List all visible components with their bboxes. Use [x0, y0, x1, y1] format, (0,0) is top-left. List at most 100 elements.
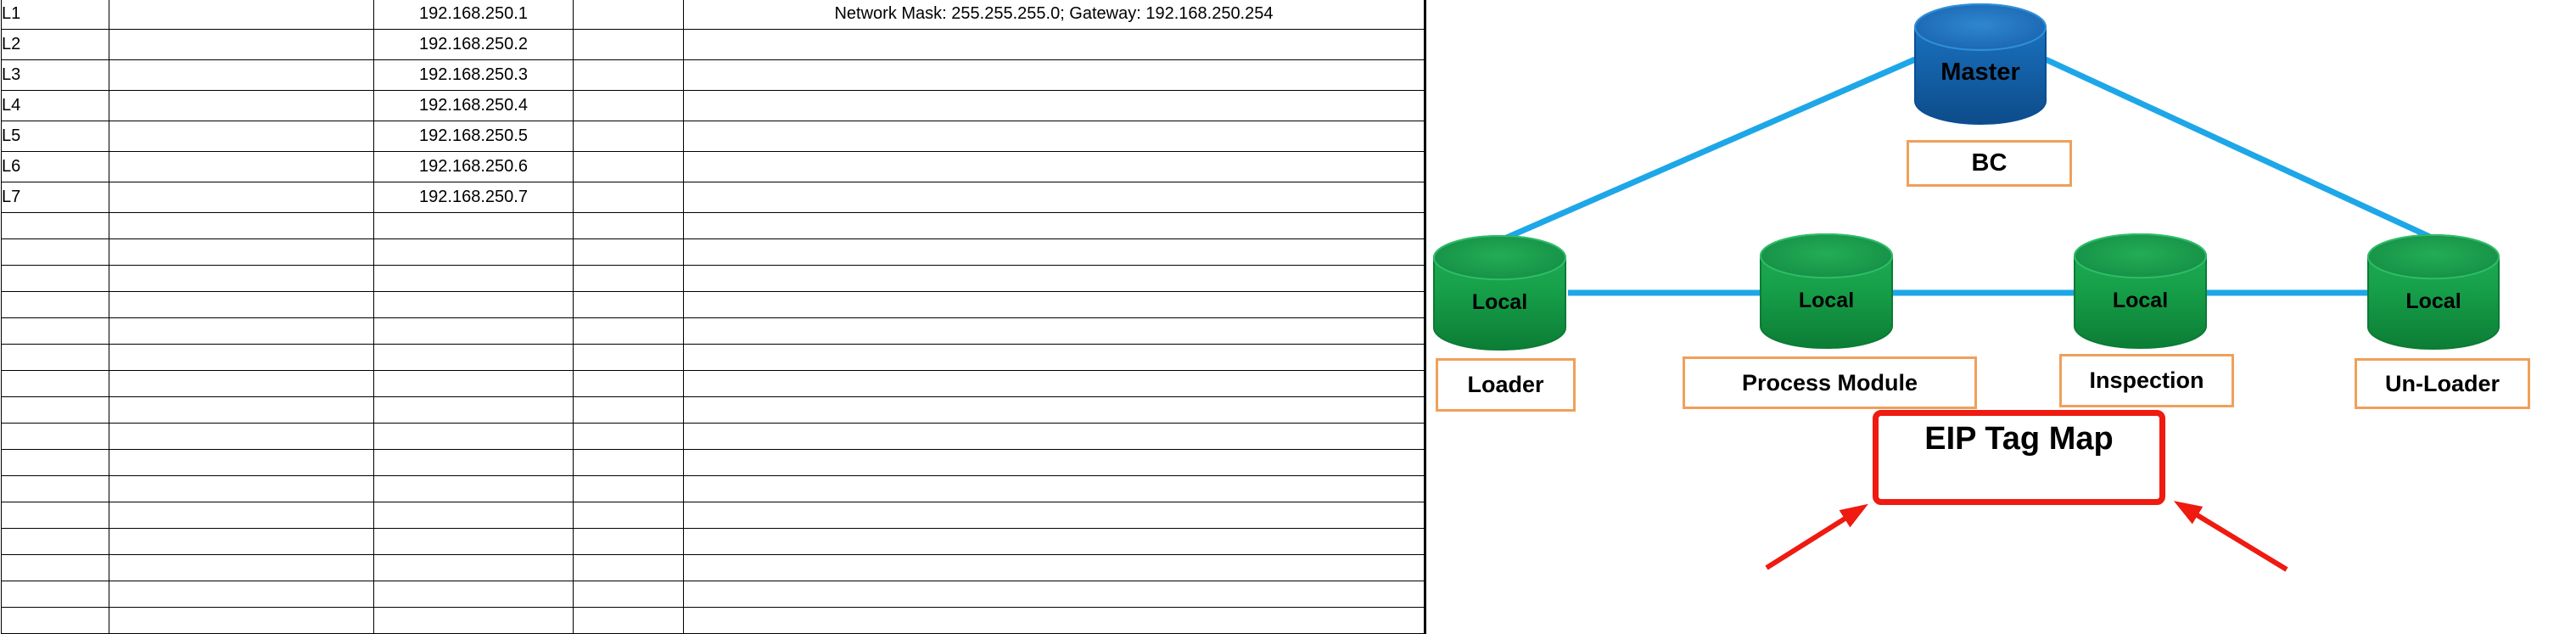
- cell[interactable]: [683, 607, 1425, 634]
- loader-caption-box[interactable]: Loader: [1436, 358, 1576, 412]
- red-arrow-left[interactable]: [1765, 503, 1868, 570]
- cell[interactable]: [573, 449, 684, 476]
- cell[interactable]: [683, 121, 1425, 152]
- cell-ip[interactable]: 192.168.250.4: [373, 90, 574, 121]
- cell[interactable]: [573, 121, 684, 152]
- cell[interactable]: [573, 475, 684, 502]
- cell[interactable]: [373, 449, 574, 476]
- cell[interactable]: [573, 317, 684, 345]
- cell[interactable]: [1, 475, 109, 502]
- cell[interactable]: [109, 423, 374, 450]
- cell[interactable]: [109, 151, 374, 182]
- bc-caption-box[interactable]: BC: [1907, 140, 2072, 187]
- cell[interactable]: [1, 581, 109, 608]
- cell[interactable]: [1, 291, 109, 318]
- cell[interactable]: [573, 291, 684, 318]
- cell[interactable]: [573, 59, 684, 91]
- cell[interactable]: [373, 396, 574, 424]
- cell[interactable]: [573, 238, 684, 266]
- cell[interactable]: [683, 396, 1425, 424]
- cell[interactable]: [1, 423, 109, 450]
- cell[interactable]: [573, 554, 684, 581]
- cell[interactable]: [109, 182, 374, 213]
- cell[interactable]: [373, 317, 574, 345]
- inspection-caption-box[interactable]: Inspection: [2059, 354, 2234, 407]
- master-db-cylinder[interactable]: Master: [1913, 3, 2047, 126]
- cell[interactable]: [109, 121, 374, 152]
- cell[interactable]: [683, 29, 1425, 60]
- cell[interactable]: [683, 59, 1425, 91]
- cell[interactable]: [573, 212, 684, 239]
- cell-label[interactable]: L6: [1, 151, 109, 182]
- cell[interactable]: [1, 344, 109, 371]
- cell[interactable]: [683, 554, 1425, 581]
- cell[interactable]: [1, 502, 109, 529]
- cell[interactable]: [373, 423, 574, 450]
- process-module-caption-box[interactable]: Process Module: [1683, 356, 1977, 409]
- cell[interactable]: [1, 317, 109, 345]
- cell[interactable]: [683, 423, 1425, 450]
- cell[interactable]: [373, 581, 574, 608]
- cell[interactable]: [573, 607, 684, 634]
- cell[interactable]: [373, 528, 574, 555]
- cell[interactable]: [573, 151, 684, 182]
- cell[interactable]: [373, 554, 574, 581]
- cell[interactable]: [373, 291, 574, 318]
- cell[interactable]: [1, 528, 109, 555]
- cell[interactable]: [109, 212, 374, 239]
- cell[interactable]: [573, 502, 684, 529]
- red-arrow-right[interactable]: [2173, 501, 2288, 572]
- unloader-caption-box[interactable]: Un-Loader: [2355, 358, 2530, 409]
- cell[interactable]: [109, 59, 374, 91]
- cell[interactable]: [109, 396, 374, 424]
- cell[interactable]: [1, 607, 109, 634]
- cell[interactable]: [109, 0, 374, 30]
- cell[interactable]: [683, 151, 1425, 182]
- cell[interactable]: [1, 396, 109, 424]
- eip-tag-map-box[interactable]: EIP Tag Map: [1873, 410, 2165, 505]
- cell[interactable]: [109, 265, 374, 292]
- cell[interactable]: [683, 581, 1425, 608]
- cell[interactable]: [109, 344, 374, 371]
- cell-label[interactable]: L5: [1, 121, 109, 152]
- cell[interactable]: [373, 475, 574, 502]
- cell[interactable]: [683, 265, 1425, 292]
- cell-label[interactable]: L4: [1, 90, 109, 121]
- cell[interactable]: [1, 449, 109, 476]
- cell[interactable]: [373, 502, 574, 529]
- cell[interactable]: [109, 29, 374, 60]
- cell[interactable]: [1, 265, 109, 292]
- cell[interactable]: [573, 29, 684, 60]
- cell[interactable]: [1, 238, 109, 266]
- cell[interactable]: [683, 317, 1425, 345]
- cell-ip[interactable]: 192.168.250.5: [373, 121, 574, 152]
- local-db-cylinder-process-module[interactable]: Local: [1759, 233, 1894, 350]
- cell-note[interactable]: Network Mask: 255.255.255.0; Gateway: 19…: [683, 0, 1425, 30]
- cell[interactable]: [109, 475, 374, 502]
- cell[interactable]: [573, 265, 684, 292]
- cell-label[interactable]: L2: [1, 29, 109, 60]
- cell[interactable]: [373, 370, 574, 397]
- cell[interactable]: [573, 90, 684, 121]
- cell[interactable]: [1, 212, 109, 239]
- cell[interactable]: [573, 581, 684, 608]
- cell[interactable]: [573, 370, 684, 397]
- cell[interactable]: [109, 528, 374, 555]
- cell[interactable]: [109, 554, 374, 581]
- cell[interactable]: [109, 90, 374, 121]
- cell[interactable]: [683, 344, 1425, 371]
- cell[interactable]: [109, 607, 374, 634]
- cell[interactable]: [573, 528, 684, 555]
- cell-label[interactable]: L3: [1, 59, 109, 91]
- cell[interactable]: [683, 502, 1425, 529]
- cell[interactable]: [373, 607, 574, 634]
- cell[interactable]: [683, 238, 1425, 266]
- cell-ip[interactable]: 192.168.250.7: [373, 182, 574, 213]
- cell[interactable]: [373, 212, 574, 239]
- cell-ip[interactable]: 192.168.250.6: [373, 151, 574, 182]
- cell[interactable]: [109, 581, 374, 608]
- cell[interactable]: [573, 0, 684, 30]
- cell[interactable]: [109, 317, 374, 345]
- cell[interactable]: [573, 344, 684, 371]
- cell-label[interactable]: L7: [1, 182, 109, 213]
